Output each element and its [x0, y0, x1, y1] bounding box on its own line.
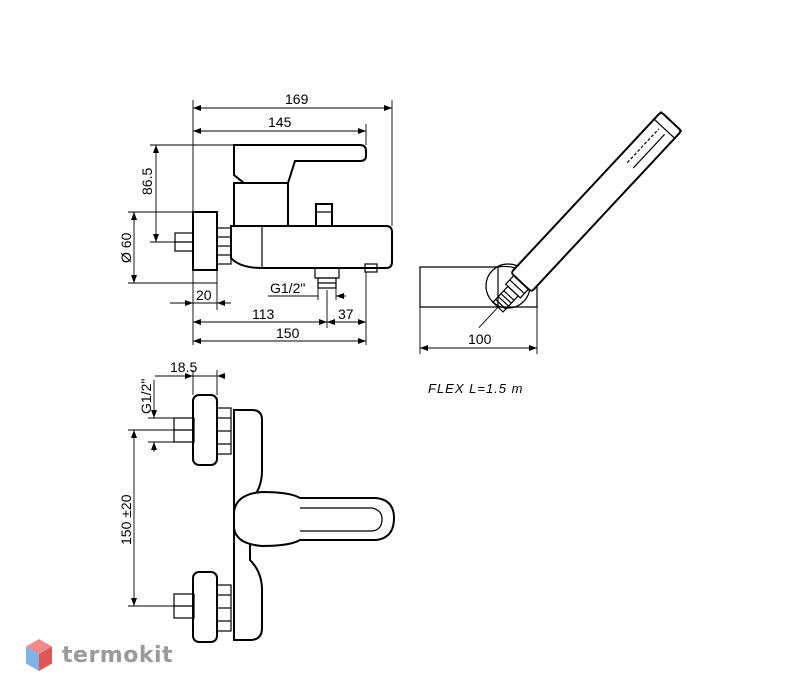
dim-outlet-thread: G1/2" — [270, 280, 305, 296]
mixer-lever — [233, 144, 367, 184]
diverter-knob — [315, 203, 333, 227]
front-lever — [233, 490, 396, 548]
side-view: 169 145 86.5 Ø 60 20 G1/2" — [118, 91, 393, 345]
dim-169: 169 — [285, 91, 309, 107]
wall-flange — [192, 211, 218, 271]
hand-shower-view: 100 FLEX L=1.5 m — [419, 111, 683, 396]
dim-145: 145 — [268, 114, 292, 130]
dim-100: 100 — [468, 331, 492, 347]
shower-handle — [511, 112, 682, 292]
dim-150-body: 150 — [276, 325, 300, 341]
dim-diameter-60: Ø 60 — [118, 232, 134, 263]
dim-37: 37 — [338, 306, 354, 322]
dim-86-5: 86.5 — [139, 168, 155, 195]
dim-front-thread: G1/2" — [138, 379, 154, 414]
brand-name: termokit — [62, 642, 174, 668]
dim-18-5: 18.5 — [170, 359, 197, 375]
dim-20: 20 — [196, 287, 212, 303]
flex-note: FLEX L=1.5 m — [428, 381, 523, 396]
brand-logo: termokit — [24, 638, 173, 672]
dim-150-centers: 150 ±20 — [118, 494, 134, 545]
mixer-body — [230, 225, 393, 269]
hexagon-logo-icon — [26, 639, 52, 671]
dim-113: 113 — [252, 306, 275, 322]
front-view: 18.5 G1/2" 150 ±20 — [118, 359, 396, 643]
